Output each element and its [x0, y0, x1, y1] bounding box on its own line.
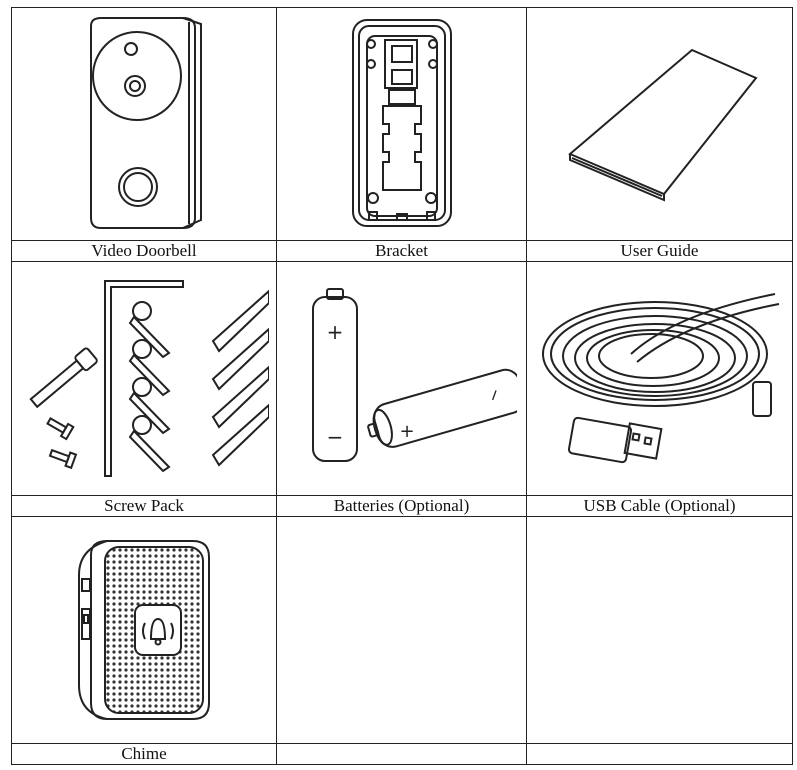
item-label: Video Doorbell	[11, 240, 277, 262]
minus-symbol: −	[482, 385, 504, 404]
item-label: Screw Pack	[11, 495, 277, 517]
bracket-cell	[276, 7, 527, 241]
bracket-icon	[351, 19, 452, 227]
item-label: USB Cable (Optional)	[526, 495, 793, 517]
wall-anchors	[211, 289, 269, 467]
item-label: User Guide	[526, 240, 793, 262]
wood-screws	[128, 301, 171, 473]
user-guide-icon	[567, 48, 758, 202]
batteries-icon: + − + −	[311, 287, 517, 462]
image-row	[11, 7, 793, 241]
video-doorbell-icon	[90, 17, 202, 229]
empty-cell	[276, 516, 527, 744]
package-contents-table: Video Doorbell Bracket User Guide	[11, 7, 793, 765]
caption-row: Video Doorbell Bracket User Guide	[11, 240, 793, 262]
user-guide-cell	[526, 7, 793, 241]
usb-cable-icon	[541, 292, 779, 463]
image-row	[11, 516, 793, 744]
usb-cable-cell	[526, 261, 793, 496]
video-doorbell-cell	[11, 7, 277, 241]
empty-cell	[276, 743, 527, 765]
plus-symbol: +	[399, 421, 414, 442]
image-row: + − + −	[11, 261, 793, 496]
item-label: Chime	[11, 743, 277, 765]
item-label: Batteries (Optional)	[276, 495, 527, 517]
chime-icon	[78, 540, 210, 720]
minus-symbol: −	[326, 425, 343, 449]
caption-row: Screw Pack Batteries (Optional) USB Cabl…	[11, 495, 793, 517]
chime-cell	[11, 516, 277, 744]
batteries-cell: + − + −	[276, 261, 527, 496]
screw-pack-icon	[29, 280, 269, 477]
caption-row: Chime	[11, 743, 793, 765]
item-label: Bracket	[276, 240, 527, 262]
empty-cell	[526, 743, 793, 765]
screw-pack-cell	[11, 261, 277, 496]
empty-cell	[526, 516, 793, 744]
plus-symbol: +	[326, 320, 343, 344]
